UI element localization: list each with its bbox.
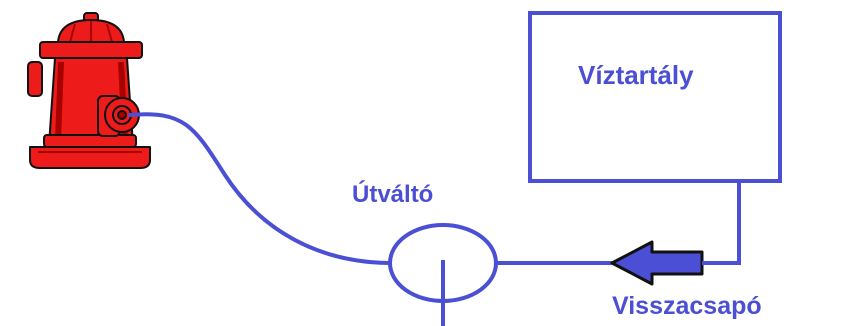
tank-label: Víztartály	[578, 60, 694, 90]
valve-label: Útváltó	[352, 181, 434, 208]
check-valve-label: Visszacsapó	[612, 292, 762, 320]
fire-hydrant-icon	[27, 12, 151, 169]
water-tank	[528, 11, 782, 183]
pipe-check-to-tank	[702, 182, 741, 265]
left-arrow-icon	[610, 240, 704, 286]
hose-pipe	[128, 112, 390, 265]
